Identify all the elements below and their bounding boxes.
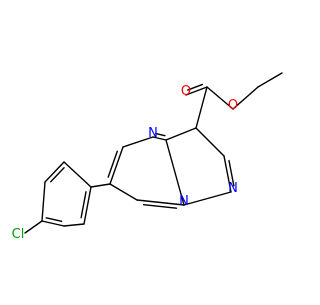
bond-n1-c2-second-line (228, 159, 235, 187)
bond-p4-cl (24, 220, 43, 234)
bond-p5-p6-second-line (50, 167, 65, 183)
atom-n-pyrimidine: N (148, 126, 158, 141)
bond-layer (24, 72, 283, 234)
molecule-structure: O O N N N Cl (12, 72, 283, 242)
bond-c3a-n4 (152, 136, 167, 141)
bond-n4-c5 (122, 136, 154, 148)
bond-c3-c3a (165, 127, 197, 141)
bond-cc-oc-second-line (187, 83, 204, 91)
bond-p6-p1 (63, 161, 92, 188)
bond-c5-c6-second-line (107, 150, 118, 178)
atom-o-carbonyl: O (181, 84, 191, 99)
bond-n8-n1 (183, 191, 232, 206)
bond-cc-c3 (195, 86, 208, 129)
bond-n1-c2 (223, 155, 232, 193)
bond-p1-p2-second-line (80, 191, 87, 219)
bond-p3-p4-second-line (45, 217, 63, 223)
bond-c7-n8-second-line (142, 204, 178, 209)
atom-chlorine: Cl (12, 227, 25, 242)
bond-p3-p4 (41, 220, 65, 227)
atom-label-layer: O O N N N Cl (12, 84, 238, 242)
bond-p5-p6 (44, 161, 65, 183)
bond-c5-c6 (109, 146, 124, 185)
structure-canvas: O O N N N Cl (12, 72, 283, 242)
bond-c7-n8 (136, 199, 185, 206)
atom-n-bridge: N (179, 194, 189, 209)
atom-o-ester: O (228, 98, 238, 113)
bond-n8-c3a (165, 139, 185, 206)
bond-cc-oc (185, 86, 208, 96)
bond-p2-p3 (63, 223, 85, 227)
bond-c6-c7 (109, 183, 138, 201)
bond-c3a-n4-second-line (155, 132, 166, 137)
bond-p4-p5 (41, 181, 46, 222)
atom-n-pyrazole: N (228, 181, 238, 196)
bond-p1-p2 (83, 186, 92, 225)
bond-ch3-ch2 (257, 72, 283, 88)
bond-c2-c3 (195, 127, 225, 157)
bond-c6-p1 (90, 183, 111, 188)
bond-ch2-oe (232, 86, 259, 110)
bond-oe-cc (206, 86, 234, 110)
